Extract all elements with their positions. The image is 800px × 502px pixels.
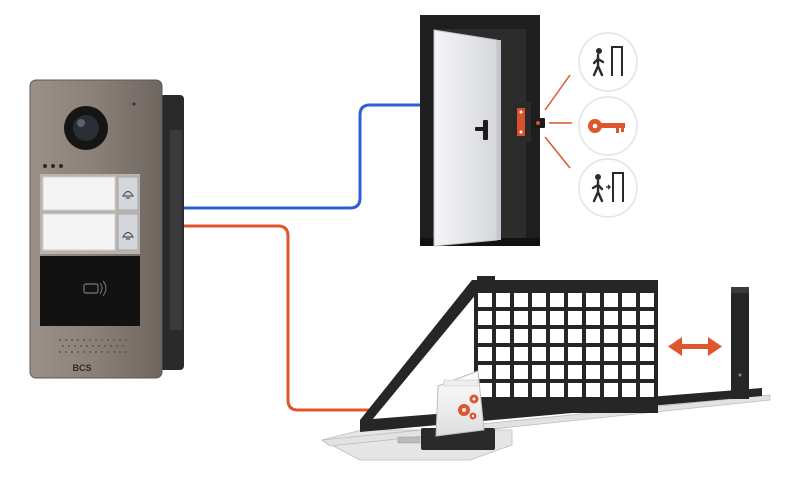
gate-grid-opening bbox=[478, 329, 492, 343]
gate-grid-opening bbox=[586, 383, 600, 397]
gate-grid-opening bbox=[586, 311, 600, 325]
gate-grid-opening bbox=[640, 311, 654, 325]
gate-grid-opening bbox=[568, 293, 582, 307]
gate-grid-opening bbox=[586, 329, 600, 343]
gate-grid-opening bbox=[550, 347, 564, 361]
gate-grid-opening bbox=[532, 365, 546, 379]
gate-stop-post bbox=[731, 287, 749, 399]
gear-icon bbox=[458, 394, 479, 420]
brand-logo: BCS bbox=[72, 363, 91, 373]
status-led bbox=[51, 164, 55, 168]
name-plate bbox=[42, 176, 116, 211]
gate-grid-opening bbox=[514, 293, 528, 307]
person-entering-door-icon bbox=[578, 32, 638, 92]
gate-grid-opening bbox=[496, 347, 510, 361]
key-icon bbox=[578, 96, 638, 156]
gate-grid-opening bbox=[478, 311, 492, 325]
bell-icon bbox=[121, 231, 135, 240]
gate-grid-opening bbox=[640, 329, 654, 343]
gate-grid-opening bbox=[478, 365, 492, 379]
gate-grid-opening bbox=[496, 293, 510, 307]
gate-grid-opening bbox=[622, 347, 636, 361]
gate-grid-opening bbox=[550, 293, 564, 307]
gate-grid-opening bbox=[514, 329, 528, 343]
gate-grid-opening bbox=[532, 311, 546, 325]
gate-grid-opening bbox=[604, 329, 618, 343]
name-plate bbox=[42, 213, 116, 251]
rfid-reader bbox=[40, 256, 140, 326]
gate-grid-opening bbox=[496, 365, 510, 379]
bell-icon bbox=[121, 190, 135, 199]
gate-grid-opening bbox=[478, 383, 492, 397]
rfid-icon bbox=[83, 283, 99, 294]
gate-grid-opening bbox=[478, 347, 492, 361]
gate-grid-openings bbox=[478, 293, 654, 397]
gate-grid-opening bbox=[532, 347, 546, 361]
gate-grid-opening bbox=[532, 329, 546, 343]
gate-grid-opening bbox=[622, 365, 636, 379]
gate-grid-opening bbox=[514, 311, 528, 325]
gate-grid-opening bbox=[586, 293, 600, 307]
gate-grid-opening bbox=[622, 329, 636, 343]
gate-grid-opening bbox=[550, 311, 564, 325]
gate-grid-opening bbox=[496, 383, 510, 397]
status-led bbox=[59, 164, 63, 168]
door-connection-wire bbox=[183, 103, 420, 210]
gate-grid-opening bbox=[568, 329, 582, 343]
gate-grid-opening bbox=[514, 347, 528, 361]
gate-connection-wire bbox=[183, 224, 378, 412]
gate-grid-opening bbox=[532, 293, 546, 307]
gate-grid-opening bbox=[604, 383, 618, 397]
gate-grid-opening bbox=[568, 383, 582, 397]
gate-grid-opening bbox=[550, 383, 564, 397]
gate-motor bbox=[397, 370, 495, 450]
gate-grid-opening bbox=[640, 293, 654, 307]
gate-grid-opening bbox=[604, 311, 618, 325]
intercom-panel: BCS bbox=[29, 79, 184, 379]
gate-grid-opening bbox=[622, 383, 636, 397]
speaker-grille bbox=[59, 339, 127, 353]
gate-grid-opening bbox=[604, 365, 618, 379]
gate-grid-opening bbox=[532, 383, 546, 397]
electric-strike-lock bbox=[513, 102, 545, 142]
gate-grid-opening bbox=[568, 311, 582, 325]
gate-grid-opening bbox=[514, 365, 528, 379]
gate-grid-opening bbox=[496, 311, 510, 325]
gate-grid-opening bbox=[604, 347, 618, 361]
gate-grid-opening bbox=[550, 365, 564, 379]
call-button bbox=[117, 176, 139, 211]
gate-grid-opening bbox=[604, 293, 618, 307]
door bbox=[420, 15, 545, 247]
gate-grid-opening bbox=[586, 365, 600, 379]
gate-grid-opening bbox=[622, 293, 636, 307]
gate-grid-opening bbox=[568, 365, 582, 379]
status-led bbox=[43, 164, 47, 168]
gate-grid-opening bbox=[550, 329, 564, 343]
gate-grid-opening bbox=[640, 347, 654, 361]
gate-grid-opening bbox=[478, 293, 492, 307]
gate-grid-opening bbox=[586, 347, 600, 361]
gate-grid-opening bbox=[568, 347, 582, 361]
lock-icon-connectors bbox=[544, 74, 572, 169]
gate-grid-opening bbox=[496, 329, 510, 343]
gate-motion-arrow bbox=[668, 337, 722, 356]
person-exiting-door-icon bbox=[578, 158, 638, 218]
gate-grid-opening bbox=[514, 383, 528, 397]
gate-grid-opening bbox=[640, 383, 654, 397]
gate-grid-opening bbox=[640, 365, 654, 379]
gate-grid-opening bbox=[622, 311, 636, 325]
